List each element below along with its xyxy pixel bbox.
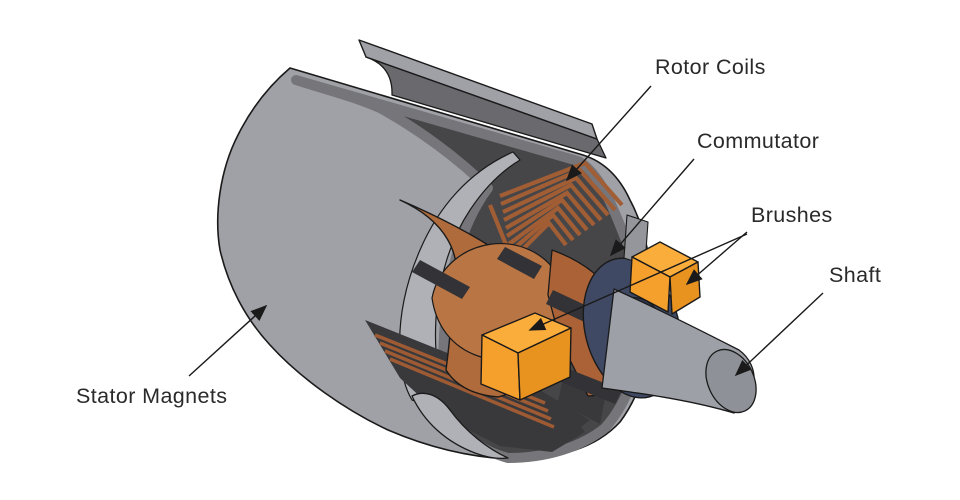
label-shaft: Shaft <box>829 263 882 287</box>
leader-stator-magnets <box>188 304 268 377</box>
housing-cut-strip <box>358 39 607 159</box>
leader-lines <box>188 85 824 377</box>
housing-bottom-rim <box>411 392 509 459</box>
leader-commutator <box>609 158 695 257</box>
brush-lower <box>480 312 572 401</box>
label-commutator: Commutator <box>697 129 820 153</box>
leader-brushes-lower <box>528 233 748 331</box>
label-stator-magnets: Stator Magnets <box>76 384 228 408</box>
label-brushes: Brushes <box>751 203 833 227</box>
leader-shaft <box>734 292 824 377</box>
strip-top-face <box>358 39 598 140</box>
leader-rotor-coils <box>565 85 652 182</box>
label-rotor-coils: Rotor Coils <box>655 55 766 79</box>
leader-brushes-upper <box>685 231 748 286</box>
